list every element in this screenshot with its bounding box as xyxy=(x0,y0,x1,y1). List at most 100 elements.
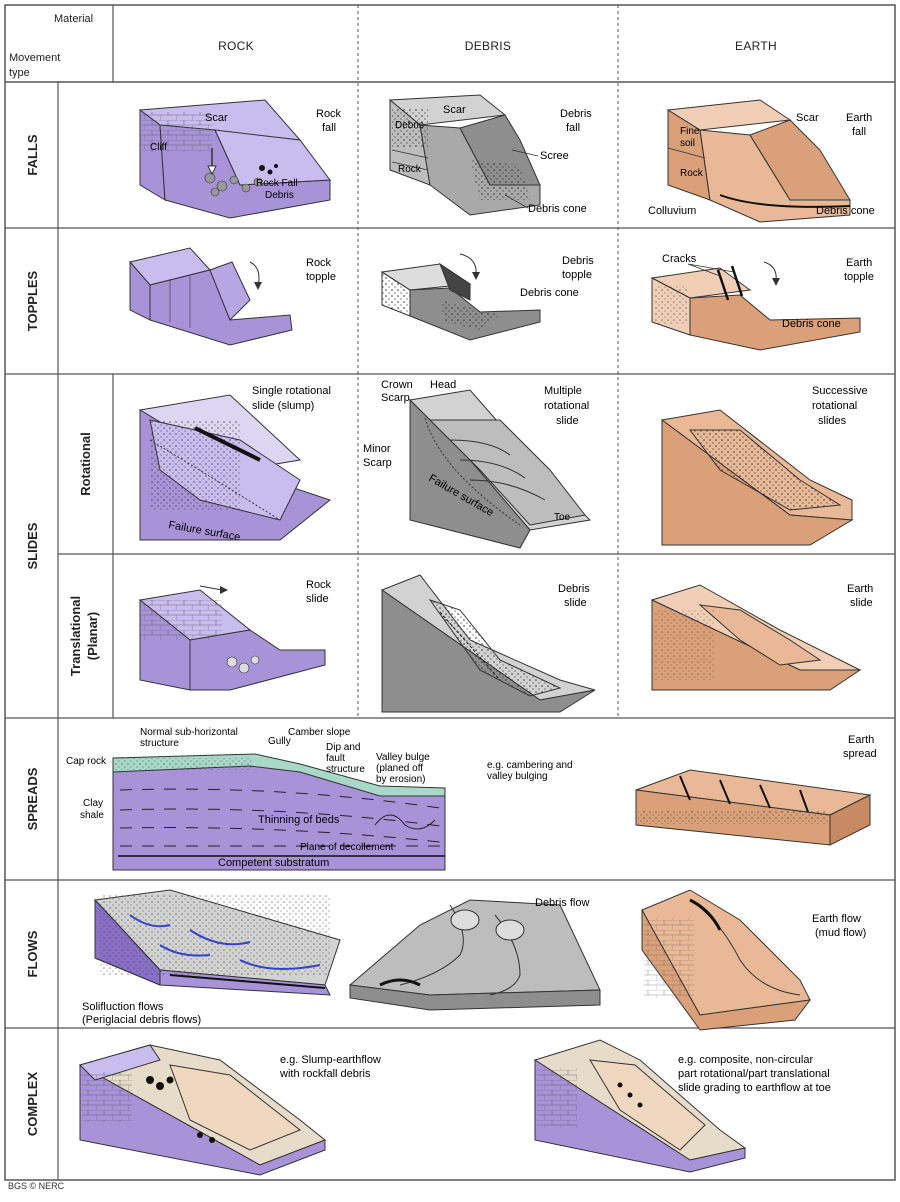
complex-right-2: part rotational/part translational xyxy=(678,1068,830,1080)
falls-rock-block xyxy=(138,99,331,219)
spreads-normal-2: structure xyxy=(140,738,179,749)
rotational-rock-2: slide (slump) xyxy=(252,400,314,412)
topples-rock-2: topple xyxy=(306,271,336,283)
falls-rock-title-2: fall xyxy=(322,122,336,134)
spreads-dip-3: structure xyxy=(326,764,365,775)
header-rock: ROCK xyxy=(218,39,254,53)
falls-earth-block xyxy=(666,99,851,223)
rotational-debris-minor-1: Minor xyxy=(363,443,391,455)
spreads-cap-rock: Cap rock xyxy=(66,756,107,767)
spreads-thinning: Thinning of beds xyxy=(258,814,340,826)
spreads-dip-2: fault xyxy=(326,753,345,764)
spreads-competent: Competent substratum xyxy=(218,857,329,869)
rotational-debris-toe: Toe xyxy=(554,512,571,523)
translational-earth-2: slide xyxy=(850,597,873,609)
topples-rock-block xyxy=(129,247,293,346)
falls-debris-block xyxy=(388,94,541,216)
row-label-spreads: SPREADS xyxy=(25,767,40,830)
row-label-topples: TOPPLES xyxy=(25,270,40,331)
spreads-valley-2: (planed off xyxy=(376,763,423,774)
header-material: Material xyxy=(54,13,93,25)
complex-left-2: with rockfall debris xyxy=(279,1068,371,1080)
flows-solif-1: Solifluction flows xyxy=(82,1001,164,1013)
flows-solif-2: (Periglacial debris flows) xyxy=(82,1014,201,1026)
flows-earth-2: (mud flow) xyxy=(815,927,866,939)
rotational-earth-2: rotational xyxy=(812,400,857,412)
translational-rock-block xyxy=(138,585,326,691)
topples-earth-block xyxy=(650,261,861,351)
row-label-falls: FALLS xyxy=(25,134,40,175)
falls-debris-title-1: Debris xyxy=(560,108,592,120)
spreads-earth-block xyxy=(635,769,872,846)
rotational-earth-block xyxy=(660,409,854,546)
flows-debris-block xyxy=(348,899,601,1011)
row-label-rotational: Rotational xyxy=(78,432,93,496)
topples-earth-cone: Debris cone xyxy=(782,318,841,330)
rotational-earth-3: slides xyxy=(818,415,847,427)
falls-earth-title-2: fall xyxy=(852,126,866,138)
row-label-planar: (Planar) xyxy=(85,612,100,660)
rotational-rock-block xyxy=(138,394,332,541)
spreads-earth-1: Earth xyxy=(848,734,874,746)
row-label-flows: FLOWS xyxy=(25,930,40,977)
translational-earth-block xyxy=(650,584,862,691)
falls-earth-fine-2: soil xyxy=(680,138,695,149)
falls-debris-debris: Debris xyxy=(395,120,424,131)
translational-debris-block xyxy=(380,574,596,713)
falls-rock-debris-2: Debris xyxy=(265,190,294,201)
rotational-debris-crown-1: Crown xyxy=(381,379,413,391)
spreads-plane: Plane of decollement xyxy=(300,842,394,853)
rotational-earth-1: Successive xyxy=(812,385,868,397)
table-grid xyxy=(4,4,896,1181)
credit-text: BGS © NERC xyxy=(8,1181,65,1191)
rotational-debris-block xyxy=(408,389,592,549)
falls-debris-title-2: fall xyxy=(566,122,580,134)
rotational-debris-3: slide xyxy=(556,415,579,427)
rotational-debris-minor-2: Scarp xyxy=(363,457,392,469)
falls-debris-scar: Scar xyxy=(443,104,466,116)
falls-earth-cone: Debris cone xyxy=(816,205,875,217)
complex-right-1: e.g. composite, non-circular xyxy=(678,1054,813,1066)
topples-debris-2: topple xyxy=(562,269,592,281)
spreads-valley-1: Valley bulge xyxy=(376,752,430,763)
falls-earth-scar: Scar xyxy=(796,112,819,124)
spreads-valley-3: by erosion) xyxy=(376,774,425,785)
header-earth: EARTH xyxy=(735,39,777,53)
flows-earth-1: Earth flow xyxy=(812,913,861,925)
header-movement: Movement xyxy=(9,52,60,64)
topples-debris-cone: Debris cone xyxy=(520,287,579,299)
translational-earth-1: Earth xyxy=(847,583,873,595)
rotational-debris-1: Multiple xyxy=(544,385,582,397)
topples-debris-block xyxy=(380,253,541,341)
complex-right-block xyxy=(533,1039,747,1173)
falls-rock-scar: Scar xyxy=(205,112,228,124)
falls-debris-scree: Scree xyxy=(540,150,569,162)
spreads-camber: Camber slope xyxy=(288,727,351,738)
translational-debris-1: Debris xyxy=(558,583,590,595)
row-label-translational: Translational xyxy=(68,596,83,676)
rotational-rock-1: Single rotational xyxy=(252,385,331,397)
row-label-complex: COMPLEX xyxy=(25,1072,40,1137)
rotational-debris-crown-2: Scarp xyxy=(381,392,410,404)
complex-right-3: slide grading to earthflow at toe xyxy=(678,1082,831,1094)
rotational-debris-head: Head xyxy=(430,379,456,391)
flows-earth-block xyxy=(641,889,812,1031)
falls-debris-rock: Rock xyxy=(398,164,422,175)
spreads-clay-2: shale xyxy=(80,810,104,821)
spreads-gully: Gully xyxy=(268,736,291,747)
spreads-dip-1: Dip and xyxy=(326,742,360,753)
falls-earth-rock: Rock xyxy=(680,168,704,179)
rotational-debris-2: rotational xyxy=(544,400,589,412)
complex-left-block xyxy=(78,1044,326,1176)
spreads-clay-1: Clay xyxy=(83,798,103,809)
header-type: type xyxy=(9,67,30,79)
falls-earth-fine-1: Fine xyxy=(680,126,700,137)
translational-debris-2: slide xyxy=(564,597,587,609)
flows-solifluction-block xyxy=(93,889,341,996)
topples-earth-2: topple xyxy=(844,271,874,283)
spreads-earth-2: spread xyxy=(843,748,877,760)
translational-rock-2: slide xyxy=(306,593,329,605)
spreads-eg-1: e.g. cambering and xyxy=(487,760,573,771)
